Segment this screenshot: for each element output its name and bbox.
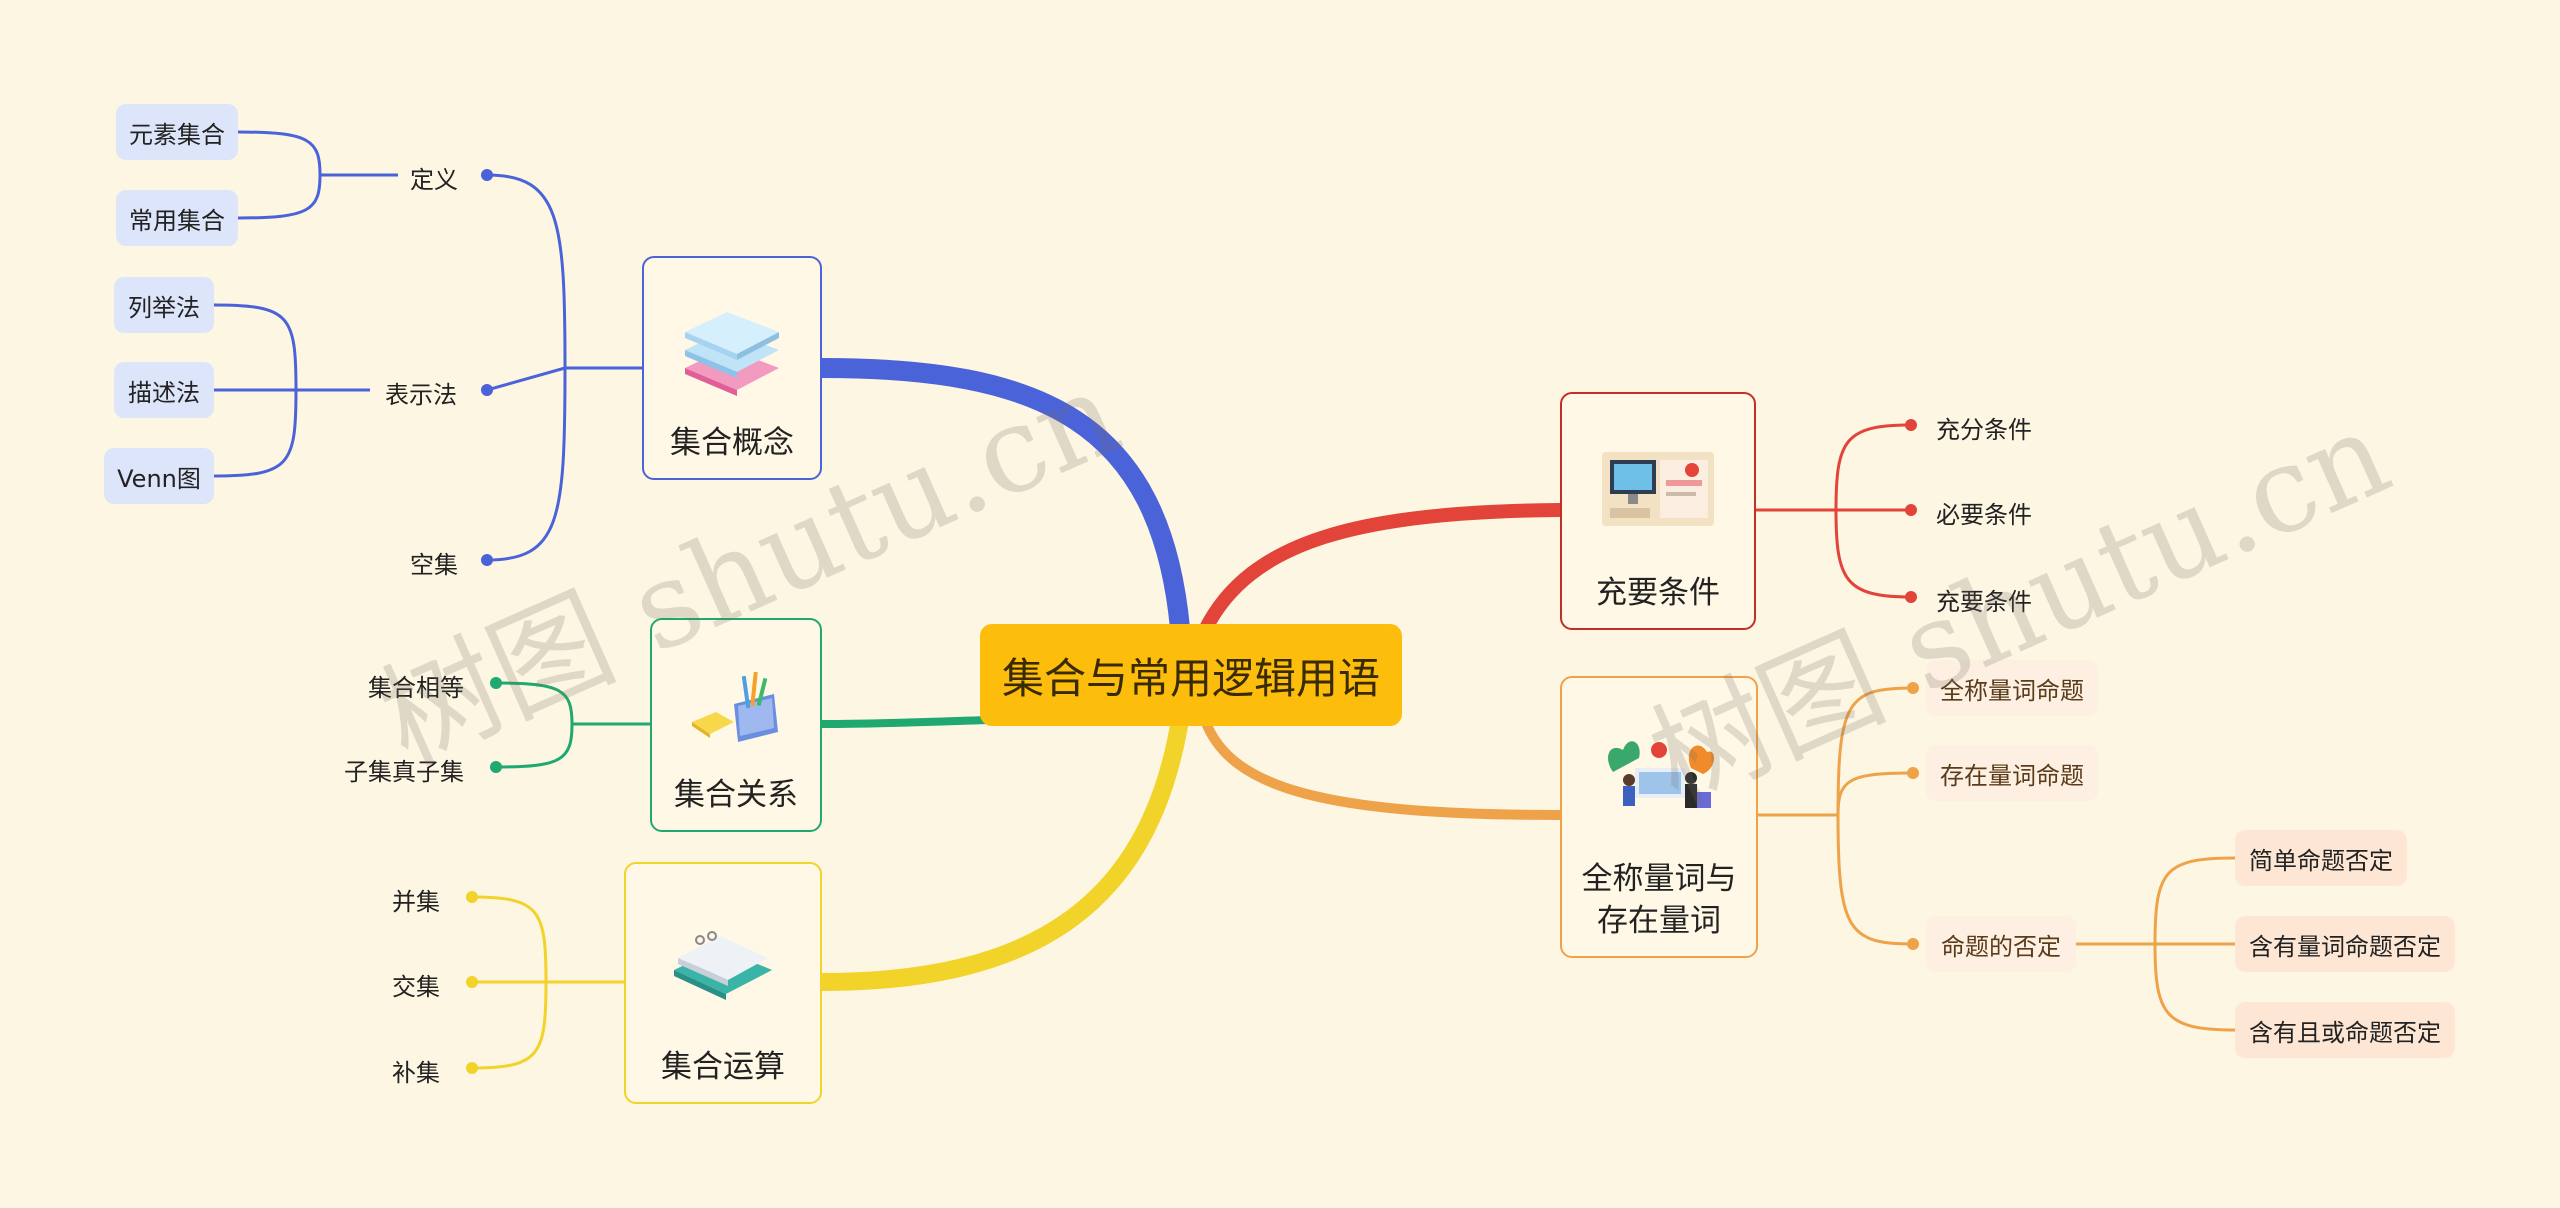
concept-representation[interactable]: 表示法 (385, 381, 457, 409)
operation-item[interactable]: 交集 (392, 973, 440, 1001)
operation-item[interactable]: 补集 (392, 1059, 440, 1087)
topic-operation[interactable]: 集合运算 (624, 862, 822, 1104)
representation-item[interactable]: 列举法 (114, 277, 214, 333)
topic-concept-label: 集合概念 (670, 425, 794, 461)
quantifier-negation[interactable]: 命题的否定 (1926, 916, 2076, 972)
link-root-operation (813, 711, 1189, 991)
root-topic[interactable]: 集合与常用逻辑用语 (980, 624, 1402, 726)
negation-item[interactable]: 简单命题否定 (2235, 830, 2407, 886)
topic-relation-label: 集合关系 (674, 777, 798, 813)
negation-item[interactable]: 含有量词命题否定 (2235, 916, 2455, 972)
topic-relation[interactable]: 集合关系 (650, 618, 822, 832)
link-root-quantifier (1200, 715, 1565, 820)
condition-item[interactable]: 充分条件 (1936, 416, 2032, 444)
representation-item[interactable]: 描述法 (114, 362, 214, 418)
link-root-concept (812, 358, 1190, 638)
topic-concept[interactable]: 集合概念 (642, 256, 822, 480)
root-label: 集合与常用逻辑用语 (1001, 653, 1380, 703)
notepad-icon (674, 931, 772, 1000)
books-icon (685, 312, 779, 396)
negation-item[interactable]: 含有且或命题否定 (2235, 1002, 2455, 1058)
quantifier-item[interactable]: 全称量词命题 (1926, 660, 2098, 716)
definition-item[interactable]: 常用集合 (116, 190, 238, 246)
representation-item[interactable]: Venn图 (104, 448, 214, 504)
stationery-icon (692, 671, 778, 742)
link-root-relation (821, 716, 991, 728)
condition-item[interactable]: 充要条件 (1936, 588, 2032, 616)
desk-scene-icon (1602, 452, 1714, 526)
topic-operation-label: 集合运算 (661, 1049, 785, 1085)
topic-condition[interactable]: 充要条件 (1560, 392, 1756, 630)
relation-item[interactable]: 集合相等 (368, 674, 464, 702)
condition-item[interactable]: 必要条件 (1936, 501, 2032, 529)
quantifier-item[interactable]: 存在量词命题 (1926, 745, 2098, 801)
operation-item[interactable]: 并集 (392, 888, 440, 916)
definition-item[interactable]: 元素集合 (116, 104, 238, 160)
link-root-condition (1198, 503, 1567, 637)
topic-condition-label: 充要条件 (1596, 575, 1720, 611)
topic-quantifier[interactable]: 全称量词与 存在量词 (1560, 676, 1758, 958)
people-scene-icon (1608, 741, 1715, 808)
topic-quantifier-label-2: 存在量词 (1597, 903, 1721, 939)
concept-empty-set[interactable]: 空集 (410, 551, 458, 579)
relation-item[interactable]: 子集真子集 (344, 758, 464, 786)
concept-definition[interactable]: 定义 (410, 166, 458, 194)
topic-quantifier-label-1: 全称量词与 (1581, 861, 1737, 897)
